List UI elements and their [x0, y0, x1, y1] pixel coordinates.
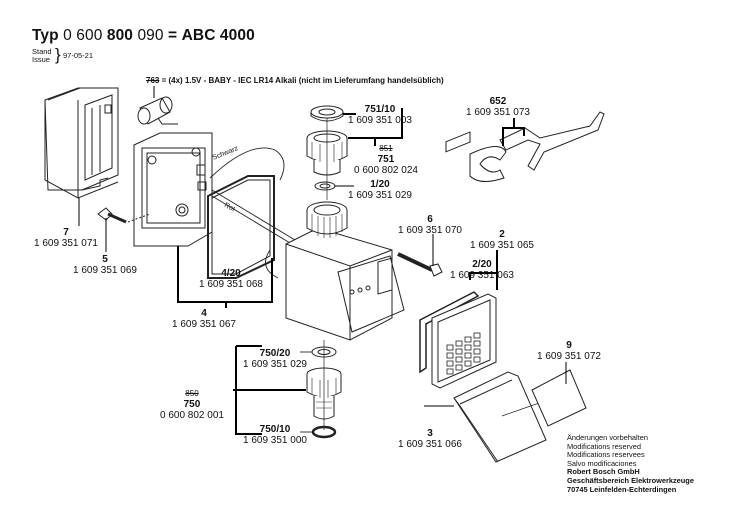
part-number: 1 609 351 000 [243, 435, 307, 446]
part-label-750: 850 750 0 600 802 001 [160, 388, 224, 421]
part-suffix: 090 [137, 27, 164, 44]
page-title: Typ 0 600 800 090 = ABC 4000 [32, 27, 255, 45]
part-pos: 751/10 [364, 104, 396, 115]
typ-label: Typ [32, 27, 59, 44]
lid-part-3 [453, 371, 547, 463]
equals-sign: = [168, 27, 178, 44]
part-bold: 800 [106, 27, 134, 44]
footer-line: Modifications reserved [567, 441, 641, 451]
washer-1-20 [314, 181, 336, 191]
brace-glyph: } [55, 45, 61, 64]
part-pos: 750/10 [259, 424, 291, 435]
battery-note-text: = (4x) 1.5V - BABY - IEC LR14 Alkali (ni… [161, 76, 444, 85]
footer-address: 70745 Leinfelden-Echterdingen [567, 484, 677, 494]
part-label-1-20: 1/20 1 609 351 029 [348, 179, 412, 201]
battery-cover-part-7 [44, 87, 119, 199]
part-prefix: 0 600 [63, 27, 103, 44]
footer-line: Salvo modificaciones [567, 458, 637, 468]
part-number: 1 609 351 063 [450, 270, 514, 281]
part-pos-struck: 851 [379, 144, 393, 153]
valve-threaded-nut [306, 201, 348, 238]
part-number: 1 609 351 073 [466, 107, 530, 118]
footer-company: Robert Bosch GmbH [567, 467, 640, 477]
part-label-652: 652 1 609 351 073 [466, 96, 530, 118]
part-label-751: 851 751 0 600 802 024 [354, 143, 418, 176]
battery-763 [137, 86, 178, 125]
wires [209, 147, 296, 279]
part-label-2-20: 2/20 1 609 351 063 [450, 259, 514, 281]
leader-lines [78, 86, 567, 435]
stand-issue-labels: Stand Issue [32, 48, 52, 64]
control-panel-part-2 [431, 131, 497, 389]
part-pos: 3 [427, 428, 433, 439]
part-label-9: 9 1 609 351 072 [537, 340, 601, 362]
part-pos-struck: 850 [185, 389, 199, 398]
part-number: 1 609 351 029 [348, 190, 412, 201]
part-number: 1 609 351 066 [398, 439, 462, 450]
part-label-750-20: 750/20 1 609 351 029 [243, 348, 307, 370]
footer-line: Änderungen vorbehalten [567, 433, 648, 442]
part-number: 1 609 351 070 [398, 225, 462, 236]
issue-date: 97-05-21 [63, 51, 94, 60]
part-number: 0 600 802 001 [160, 410, 224, 421]
battery-ref: 763 [146, 76, 160, 85]
part-label-3: 3 1 609 351 066 [398, 428, 462, 450]
part-label-5: 5 1 609 351 069 [73, 254, 137, 276]
battery-note: 763 = (4x) 1.5V - BABY - IEC LR14 Alkali… [146, 76, 444, 85]
part-label-2: 2 1 609 351 065 [470, 229, 534, 251]
model-name: ABC 4000 [181, 27, 255, 44]
footer-notice: Änderungen vorbehalten Modifications res… [567, 433, 694, 494]
issue-label: Issue [32, 55, 50, 64]
part-pos: 5 [102, 254, 108, 265]
label-sheet-part-9 [531, 369, 587, 427]
part-label-750-10: 750/10 1 609 351 000 [243, 424, 307, 446]
part-number: 1 609 351 065 [470, 240, 534, 251]
stand-label: Stand [32, 47, 52, 56]
part-pos: 750/20 [259, 348, 291, 359]
battery-housing-part-4 [133, 132, 213, 247]
part-number: 0 600 802 024 [354, 165, 418, 176]
part-pos: 2/20 [472, 259, 492, 270]
part-pos: 751 [377, 154, 395, 165]
part-number: 1 609 351 029 [243, 359, 307, 370]
gasket-part-4-20 [207, 175, 275, 279]
gasket-part-2-20 [419, 291, 480, 374]
part-label-4-20: 4/20 1 609 351 068 [199, 268, 263, 290]
part-number: 1 609 351 072 [537, 351, 601, 362]
part-number: 1 609 351 069 [73, 265, 137, 276]
screw-part-5 [97, 207, 151, 224]
part-pos: 9 [566, 340, 572, 351]
part-pos: 4/20 [221, 268, 241, 279]
part-number: 1 609 351 071 [34, 238, 98, 249]
part-pos: 750 [183, 399, 201, 410]
wrench-part-652 [469, 111, 605, 182]
part-pos: 7 [63, 227, 69, 238]
part-number: 1 609 351 067 [172, 319, 236, 330]
valve-body [285, 227, 405, 341]
part-label-7: 7 1 609 351 071 [34, 227, 98, 249]
footer-division: Geschäftsbereich Elektrowerkzeuge [567, 475, 694, 485]
part-number: 1 609 351 003 [348, 115, 412, 126]
part-pos: 6 [427, 214, 433, 225]
part-pos: 652 [489, 96, 507, 107]
part-number: 1 609 351 068 [199, 279, 263, 290]
part-label-6: 6 1 609 351 070 [398, 214, 462, 236]
footer-line: Modifications reservees [567, 450, 645, 460]
part-pos: 4 [201, 308, 207, 319]
part-pos: 2 [499, 229, 505, 240]
part-label-4: 4 1 609 351 067 [172, 308, 236, 330]
part-label-751-10: 751/10 1 609 351 003 [348, 104, 412, 126]
screw-part-6 [397, 252, 443, 277]
part-pos: 1/20 [370, 179, 390, 190]
